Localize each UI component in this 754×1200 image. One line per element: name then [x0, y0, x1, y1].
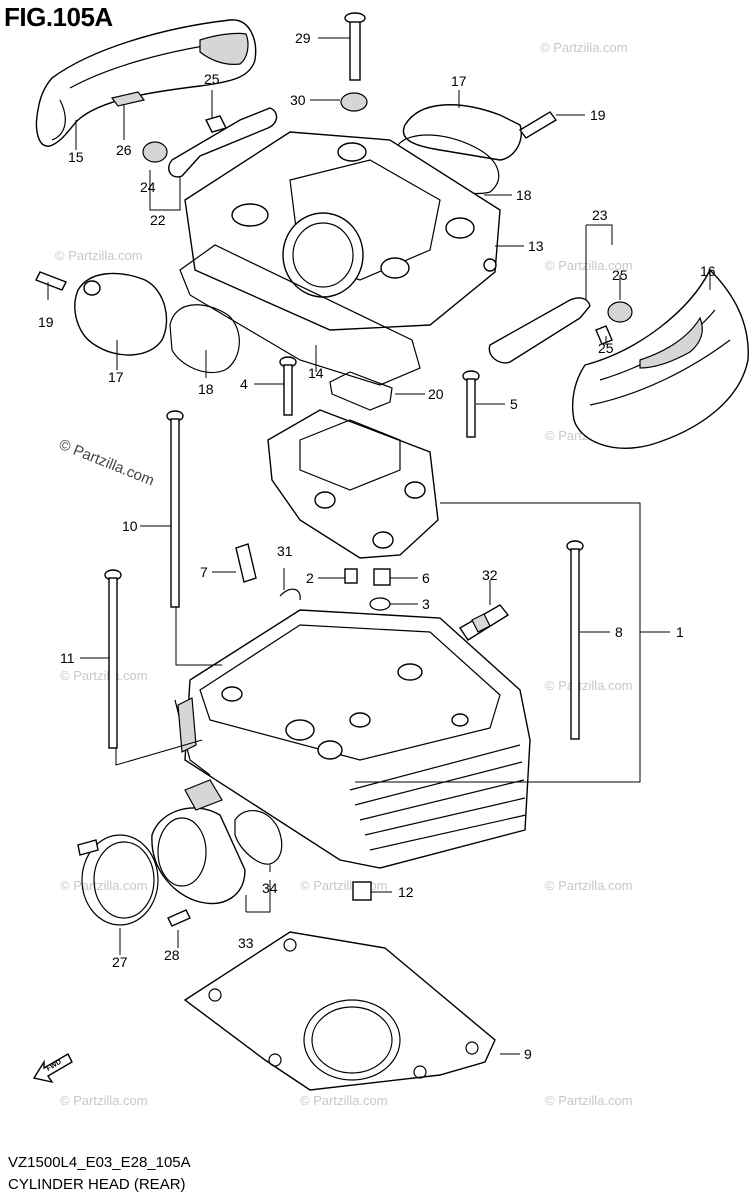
callout-33: 27 — [112, 954, 128, 970]
part-17-cap — [74, 272, 168, 356]
callout-26: 26 — [116, 142, 132, 158]
part-24-grommet — [607, 301, 633, 323]
part-rocker-holder — [267, 409, 439, 559]
part-25-bolt — [595, 325, 613, 345]
callout-15: 15 — [68, 149, 84, 165]
callout-21: 22 — [150, 212, 166, 228]
part-8-bolt — [566, 540, 584, 740]
callout-23: 23 — [592, 207, 608, 223]
watermark-text: © Partzilla.com — [55, 248, 143, 263]
part-17-cap — [402, 104, 522, 161]
leader-lines — [47, 37, 711, 1055]
part-12-dowel — [352, 881, 372, 901]
part-9-head-gasket — [183, 931, 496, 1091]
callout-24: 25 — [612, 267, 628, 283]
part-19-bolt — [35, 271, 67, 291]
fwd-direction-arrow: FWD — [32, 1053, 73, 1084]
callout-34: 28 — [164, 947, 180, 963]
callout-1: 1 — [676, 624, 684, 640]
part-5-bolt — [462, 370, 480, 438]
callout-22: 24 — [140, 179, 156, 195]
watermark-text: © Partzilla.com — [300, 878, 388, 893]
part-7-plug — [235, 543, 257, 583]
watermark-text: © Partzilla.com — [60, 668, 148, 683]
callout-25: 25 — [204, 71, 220, 87]
part-34-screw — [167, 909, 191, 927]
part-2-dowel — [344, 568, 358, 584]
part-10-bolt — [166, 410, 184, 608]
part-27-bolt — [344, 12, 366, 81]
callout-10: 10 — [122, 518, 138, 534]
part-18-o-ring — [169, 304, 240, 374]
callout-labels: 15 26 25 24 22 29 30 17 19 18 13 23 25 2… — [38, 30, 716, 1062]
callout-32: 34 — [262, 880, 278, 896]
part-29-clip — [279, 588, 301, 601]
watermark-text: © Partzilla.com — [300, 1093, 388, 1108]
part-21-bracket — [168, 107, 278, 178]
callout-9: 9 — [524, 1046, 532, 1062]
figure-code: VZ1500L4_E03_E28_105A — [8, 1154, 191, 1171]
callout-7: 7 — [200, 564, 208, 580]
figure-name: CYLINDER HEAD (REAR) — [8, 1176, 186, 1193]
callout-18: 18 — [198, 381, 214, 397]
part-16-side-cover — [571, 268, 749, 449]
part-23-bracket — [488, 297, 591, 364]
callout-2: 2 — [306, 570, 314, 586]
callout-4: 4 — [240, 376, 248, 392]
callout-6: 6 — [422, 570, 430, 586]
part-33-clamp-inner — [93, 841, 155, 919]
figure-title: FIG.105A — [4, 2, 113, 32]
callout-27: 29 — [295, 30, 311, 46]
callout-14: 14 — [308, 365, 324, 381]
part-11-bolt — [104, 569, 122, 749]
watermark-text: © Partzilla.com — [545, 878, 633, 893]
watermark-text: © Partzilla.com — [545, 258, 633, 273]
watermark-text: © Partzilla.com — [545, 1093, 633, 1108]
part-6-guide — [373, 568, 391, 586]
watermark-text: © Partzilla.com — [540, 40, 628, 55]
part-30-spark-plug — [459, 604, 510, 641]
callout-31: 33 — [238, 935, 254, 951]
part-13-head-cover — [184, 131, 501, 331]
callout-29: 31 — [277, 543, 293, 559]
part-33-clamp — [81, 834, 159, 926]
part-20-gasket — [329, 371, 393, 411]
callout-25: 25 — [598, 340, 614, 356]
callout-20: 20 — [428, 386, 444, 402]
part-3-o-ring — [369, 597, 391, 611]
part-15-side-cover — [35, 19, 257, 147]
part-28-seal-washer — [340, 92, 368, 112]
callout-17: 17 — [108, 369, 124, 385]
part-22-grommet — [142, 141, 168, 163]
callout-12: 12 — [398, 884, 414, 900]
part-31-intake-pipe — [151, 779, 246, 905]
callout-11: 11 — [60, 650, 75, 666]
callout-13: 13 — [528, 238, 544, 254]
watermark-text: © Partzilla.com — [60, 1093, 148, 1108]
callout-19: 19 — [590, 107, 606, 123]
part-19-bolt — [518, 111, 558, 139]
part-1-cylinder-head — [174, 609, 531, 869]
part-26-pad — [110, 91, 146, 107]
part-32-o-ring — [234, 810, 283, 865]
callout-18: 18 — [516, 187, 532, 203]
callout-28: 30 — [290, 92, 306, 108]
watermark-text: © Partzilla.com — [60, 878, 148, 893]
part-4-bolt — [279, 356, 297, 416]
callout-30: 32 — [482, 567, 498, 583]
callout-17: 17 — [451, 73, 467, 89]
watermark-text: © Partzilla.com — [57, 436, 157, 490]
callout-5: 5 — [510, 396, 518, 412]
callout-16: 16 — [700, 263, 716, 279]
callout-19: 19 — [38, 314, 54, 330]
watermark-text: © Partzilla.com — [545, 678, 633, 693]
part-33-clamp-screw — [77, 839, 99, 856]
part-19-bolt-head — [83, 280, 101, 296]
callout-8: 8 — [615, 624, 623, 640]
callout-3: 3 — [422, 596, 430, 612]
